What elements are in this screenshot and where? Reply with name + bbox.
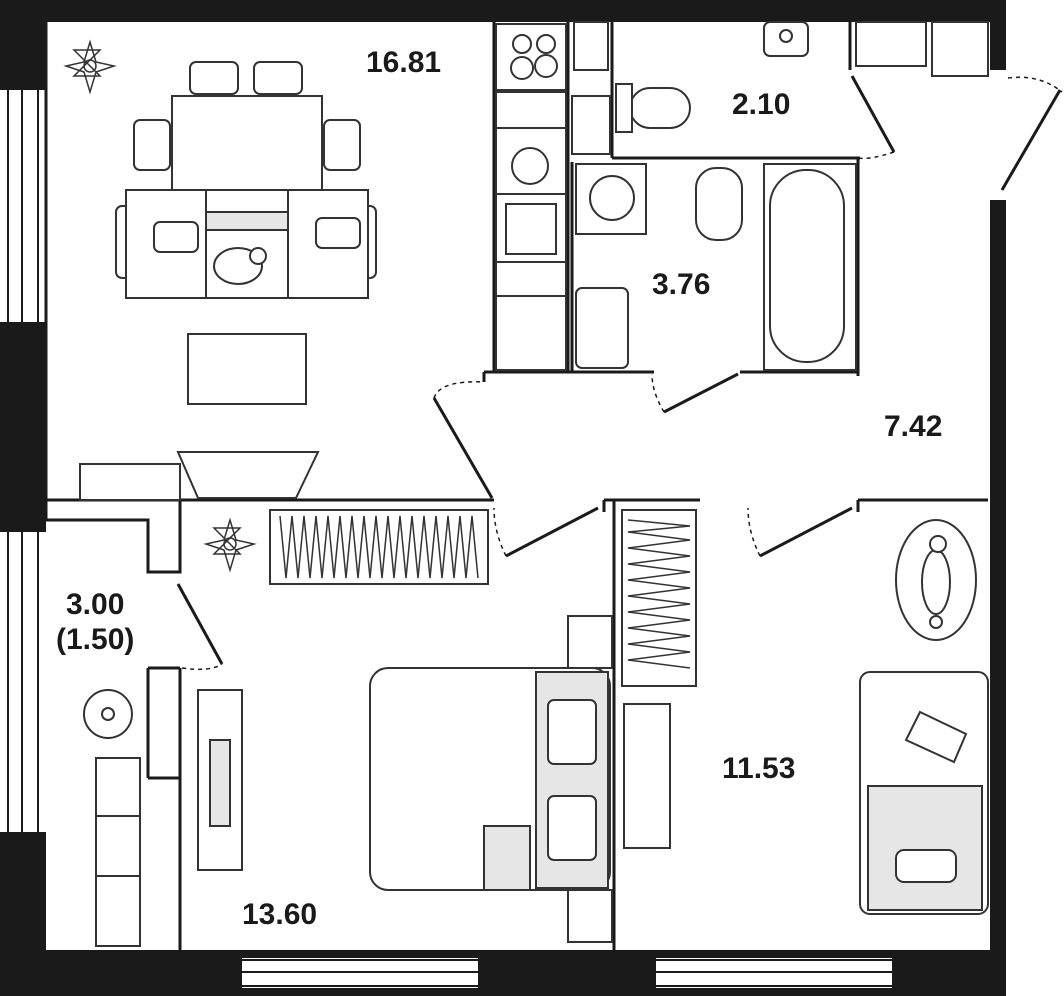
doors (176, 75, 1063, 671)
dining-table (133, 61, 361, 191)
furniture (79, 21, 989, 947)
laptop-icon (904, 710, 968, 764)
coffee-table (187, 333, 307, 405)
dog-icon (213, 247, 267, 285)
double-bed (369, 667, 611, 891)
balcony-bench (95, 757, 141, 947)
appliance-box (931, 21, 989, 77)
area-hall: 7.42 (884, 410, 943, 443)
wardrobe-hangers (279, 515, 691, 669)
sofa (115, 189, 377, 299)
area-balcony-reduced: (1.50) (56, 622, 135, 656)
compass-rose-icon (63, 39, 117, 95)
cat-icon (921, 535, 951, 629)
tv-stand (79, 451, 320, 501)
toilet-wc (615, 21, 809, 133)
bathroom-fixtures (575, 163, 857, 371)
kitchen-units (495, 21, 611, 371)
area-balcony: 3.00 (1.50) (56, 588, 134, 657)
interior-walls (44, 22, 988, 950)
area-living-kitchen: 16.81 (366, 46, 442, 79)
area-bedroom-2: 11.53 (722, 752, 796, 785)
windows (7, 90, 892, 987)
area-wc: 2.10 (732, 88, 791, 121)
area-bathroom: 3.76 (652, 268, 711, 301)
area-bedroom-1: 13.60 (242, 898, 318, 931)
single-bed (859, 671, 989, 915)
compass-rose-icon (203, 517, 257, 573)
area-balcony-total: 3.00 (65, 588, 125, 621)
